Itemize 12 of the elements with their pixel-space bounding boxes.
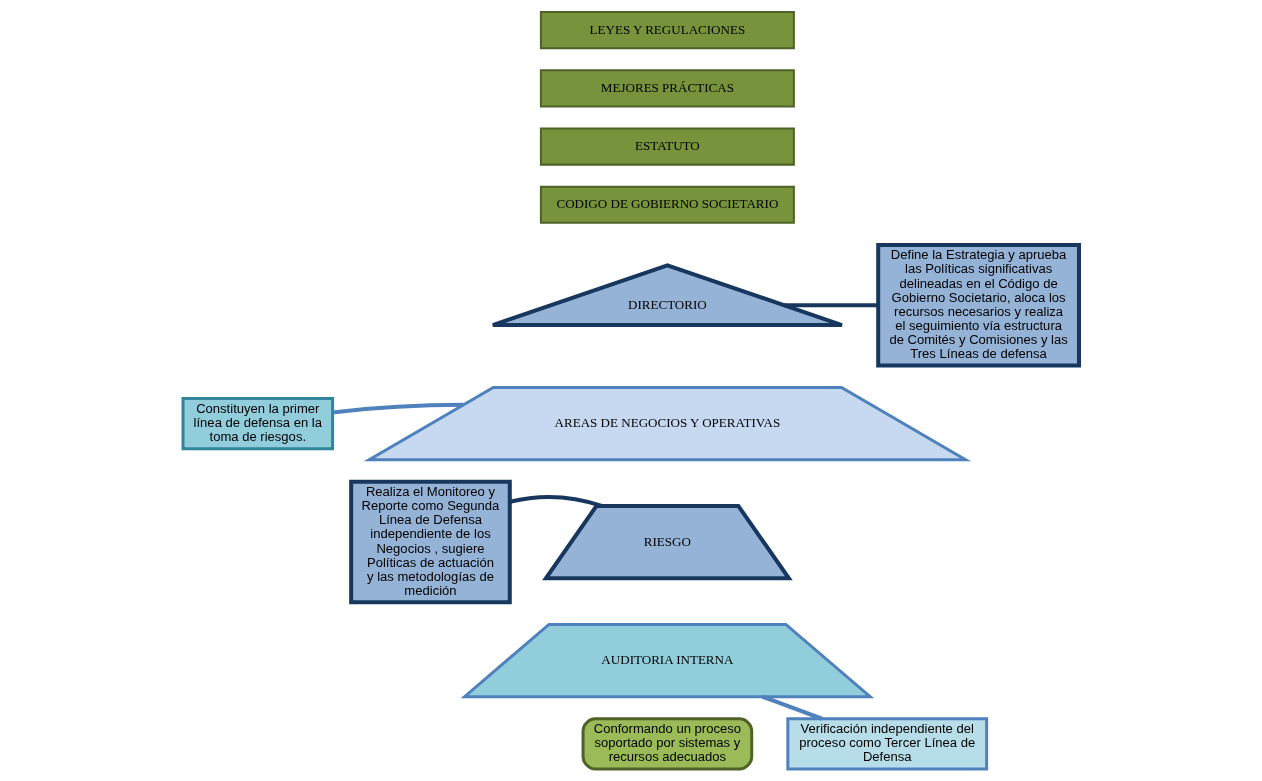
node-box: Define la Estrategia y aprueba las Políticas significativas delineadas en el Código de Gobierno Societario, aloca los recursos necesarios y realiza el seguimiento vía estructura de Comités y Comisiones y las Tres Líneas de defensa <box>876 242 1081 368</box>
node-box: LEYES Y REGULACIONES <box>539 11 795 50</box>
node-box: CODIGO DE GOBIERNO SOCIETARIO <box>539 185 795 224</box>
node-box: ESTATUTO <box>539 127 795 166</box>
connector <box>509 494 603 508</box>
connector <box>332 402 464 415</box>
node-box: Verificación independiente del proceso como Tercer Línea de Defensa <box>786 717 989 771</box>
node-box: Realiza el Monitoreo y Reporte como Segunda Línea de Defensa independiente de los Negocios , sugiere Políticas de actuación y las metodologías de medición <box>349 479 512 605</box>
node-box: Constituyen la primer línea de defensa en la toma de riesgos. <box>181 397 335 451</box>
node-box: MEJORES PRÁCTICAS <box>539 69 795 108</box>
connector <box>783 303 879 308</box>
node-box: Conformando un proceso soportado por sistemas y recursos adecuados <box>581 717 754 771</box>
